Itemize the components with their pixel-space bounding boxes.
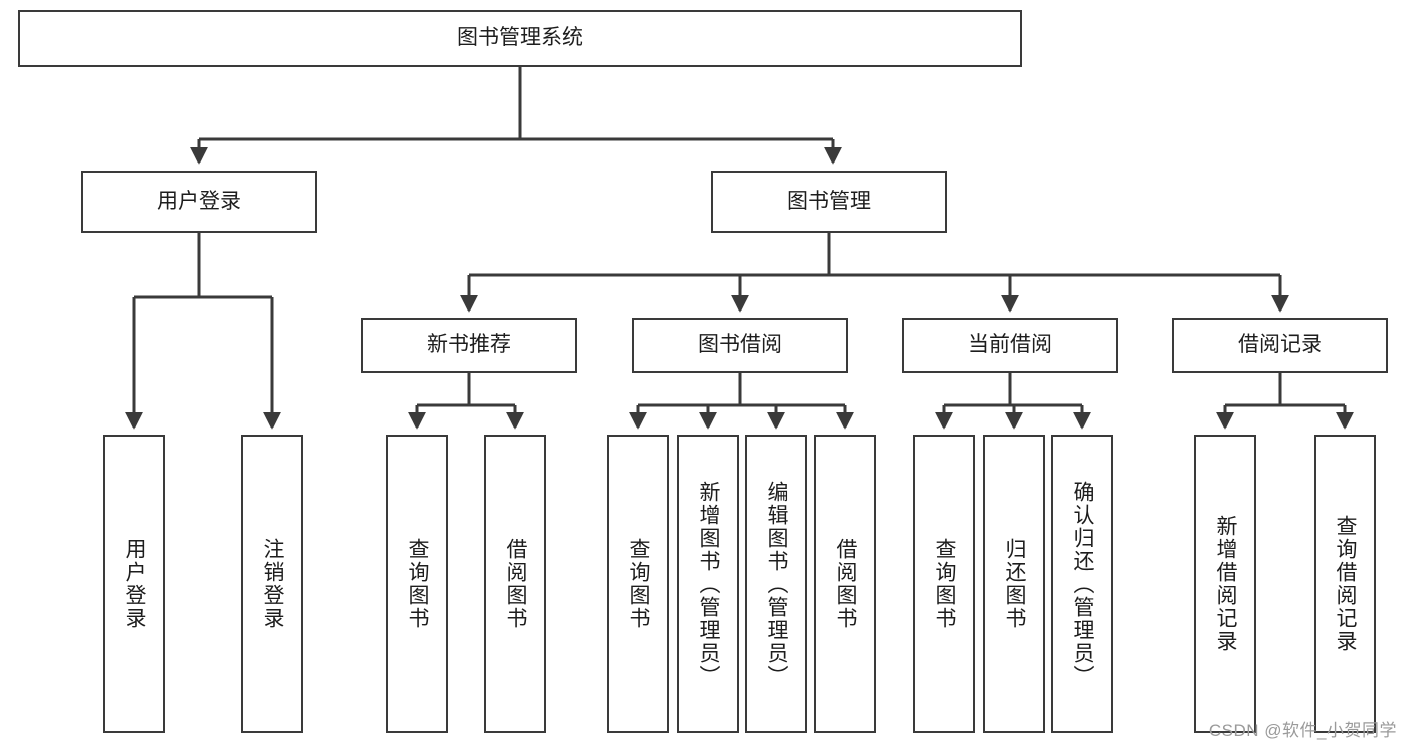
- node-borrow-record[interactable]: 借阅记录: [1172, 318, 1388, 373]
- node-label: 图书借阅: [698, 333, 782, 357]
- node-label: 图书管理: [787, 189, 871, 213]
- node-label: 编辑图书（管理员）: [765, 480, 789, 688]
- node-leaf-user-login[interactable]: 用户登录: [103, 435, 165, 733]
- node-root-system[interactable]: 图书管理系统: [18, 10, 1022, 67]
- node-label: 借阅图书: [504, 538, 528, 630]
- node-label: 查询图书: [406, 538, 430, 630]
- node-label: 注销登录: [261, 538, 285, 630]
- node-leaf-user-logout[interactable]: 注销登录: [241, 435, 303, 733]
- node-leaf-add-book-admin[interactable]: 新增图书（管理员）: [677, 435, 739, 733]
- node-label: 查询图书: [627, 538, 651, 630]
- node-leaf-edit-book-admin[interactable]: 编辑图书（管理员）: [745, 435, 807, 733]
- node-label: 借阅记录: [1238, 333, 1322, 357]
- node-leaf-borrow-book[interactable]: 借阅图书: [814, 435, 876, 733]
- watermark-text: CSDN @软件_小贺同学: [1208, 721, 1397, 740]
- node-leaf-borrow-book-recommend[interactable]: 借阅图书: [484, 435, 546, 733]
- node-leaf-add-borrow-record[interactable]: 新增借阅记录: [1194, 435, 1256, 733]
- node-label: 查询图书: [933, 538, 957, 630]
- node-label: 用户登录: [123, 538, 147, 630]
- node-leaf-query-book-borrow[interactable]: 查询图书: [607, 435, 669, 733]
- node-label: 新书推荐: [427, 333, 511, 357]
- node-label: 归还图书: [1003, 538, 1027, 630]
- node-new-book-recommend[interactable]: 新书推荐: [361, 318, 577, 373]
- node-label: 借阅图书: [834, 538, 858, 630]
- node-label: 用户登录: [157, 189, 241, 213]
- node-leaf-query-borrow-record[interactable]: 查询借阅记录: [1314, 435, 1376, 733]
- node-leaf-query-book-current[interactable]: 查询图书: [913, 435, 975, 733]
- node-book-manage[interactable]: 图书管理: [711, 171, 947, 233]
- node-book-borrow[interactable]: 图书借阅: [632, 318, 848, 373]
- node-label: 查询借阅记录: [1334, 515, 1358, 653]
- node-label: 新增借阅记录: [1214, 515, 1238, 653]
- node-leaf-confirm-return-admin[interactable]: 确认归还（管理员）: [1051, 435, 1113, 733]
- node-leaf-query-book-recommend[interactable]: 查询图书: [386, 435, 448, 733]
- node-label: 当前借阅: [968, 333, 1052, 357]
- node-label: 新增图书（管理员）: [697, 480, 721, 688]
- node-leaf-return-book[interactable]: 归还图书: [983, 435, 1045, 733]
- node-label: 确认归还（管理员）: [1071, 480, 1095, 688]
- node-current-borrow[interactable]: 当前借阅: [902, 318, 1118, 373]
- node-label: 图书管理系统: [457, 26, 583, 50]
- node-user-login[interactable]: 用户登录: [81, 171, 317, 233]
